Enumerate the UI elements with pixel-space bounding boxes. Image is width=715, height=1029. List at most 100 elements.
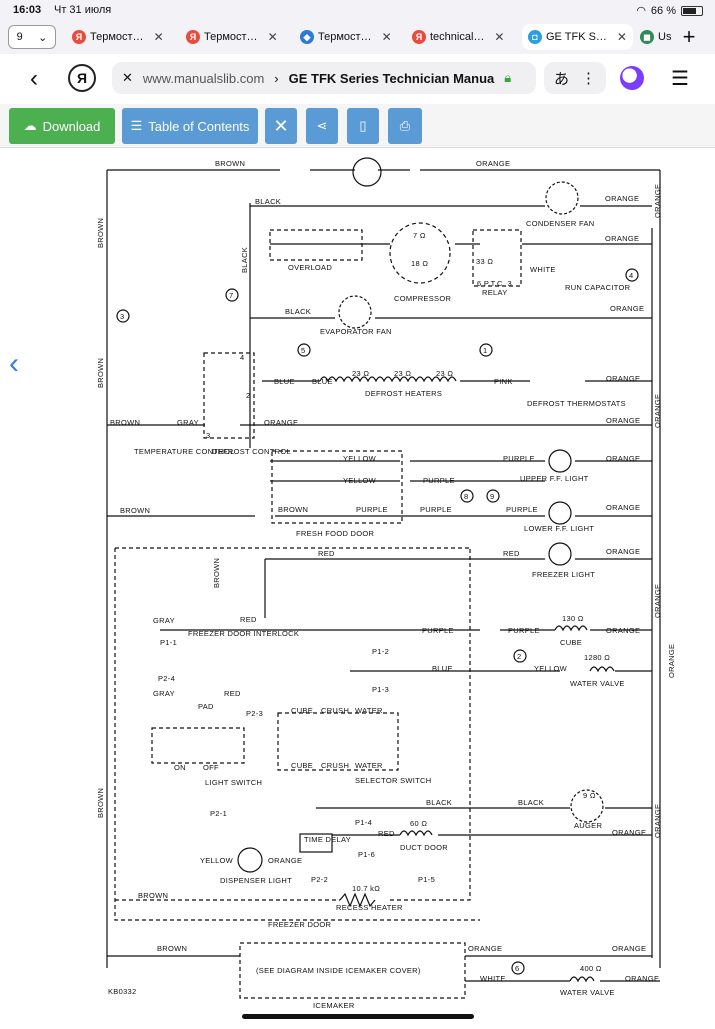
label-defrost-control: DEFROST CONTROL xyxy=(212,447,291,456)
download-button[interactable]: ☁ Download xyxy=(9,108,115,144)
label-brown: BROWN xyxy=(157,944,187,953)
label-off: OFF xyxy=(203,763,219,772)
label-orange: ORANGE xyxy=(606,547,640,556)
label-purple: PURPLE xyxy=(420,505,452,514)
new-tab-plus-icon[interactable]: + xyxy=(682,24,696,49)
terminal-number: 2 xyxy=(517,652,521,661)
status-right: ◠ 66 % xyxy=(636,4,703,17)
label-brown-vertical: BROWN xyxy=(96,788,105,818)
dispenser-light-icon xyxy=(237,847,263,873)
label-p1-2: P1-2 xyxy=(372,647,389,656)
label-purple: PURPLE xyxy=(506,505,538,514)
terminal-8 xyxy=(460,489,474,503)
freezer-light-icon xyxy=(548,542,572,566)
back-chevron-icon[interactable]: ‹ xyxy=(30,65,38,92)
close-icon[interactable]: ✕ xyxy=(267,30,278,44)
address-bar[interactable]: ✕ www.manualslib.com › GE TFK Series Tec… xyxy=(112,62,536,94)
label-red: RED xyxy=(224,689,241,698)
tab-1[interactable]: Я Термост… ✕ xyxy=(72,24,164,50)
manualslib-icon: ◘ xyxy=(528,30,542,44)
close-icon[interactable]: ✕ xyxy=(616,30,627,44)
tab-6[interactable]: ◼Us xyxy=(640,24,671,50)
table-of-contents-button[interactable]: ☰Table of Contents xyxy=(122,108,258,144)
close-icon[interactable]: ✕ xyxy=(122,70,133,85)
fresh-food-door-box xyxy=(271,450,403,524)
label-purple: PURPLE xyxy=(423,476,455,485)
hamburger-menu-icon[interactable]: ☰ xyxy=(671,67,689,90)
tab-count-button[interactable]: 9⌄ xyxy=(8,25,56,49)
terminal-3 xyxy=(116,309,130,323)
yandex-logo-icon[interactable]: Я xyxy=(68,64,96,92)
cloud-download-icon: ☁ xyxy=(23,118,37,133)
label-10-7k-ohm: 10.7 kΩ xyxy=(352,884,380,893)
alice-assistant-icon[interactable] xyxy=(620,66,644,90)
home-indicator xyxy=(242,1014,474,1019)
label-red: RED xyxy=(318,549,335,558)
browser-toolbar: ‹ Я ✕ www.manualslib.com › GE TFK Series… xyxy=(0,54,715,104)
label-p1-1: P1-1 xyxy=(160,638,177,647)
label-orange: ORANGE xyxy=(625,974,659,983)
label-recess-heater: RECESS HEATER xyxy=(336,903,403,912)
close-icon: ✕ xyxy=(273,115,289,136)
terminal-number: 4 xyxy=(240,353,244,362)
relay-box xyxy=(472,229,522,287)
tab-label: Термост… xyxy=(204,31,258,43)
label-dispenser-light: DISPENSER LIGHT xyxy=(220,876,292,885)
label-purple: PURPLE xyxy=(508,626,540,635)
yandex-icon: Я xyxy=(186,30,200,44)
label-orange-vertical: ORANGE xyxy=(653,804,662,838)
label-black: BLACK xyxy=(255,197,281,206)
label-red: RED xyxy=(240,615,257,624)
label-evaporator-fan: EVAPORATOR FAN xyxy=(320,327,392,336)
label-orange: ORANGE xyxy=(605,194,639,203)
label-time-delay: TIME DELAY xyxy=(304,835,351,844)
label-orange: ORANGE xyxy=(612,944,646,953)
label-freezer-door-interlock: FREEZER DOOR INTERLOCK xyxy=(188,629,299,638)
close-icon[interactable]: ✕ xyxy=(494,30,505,44)
translate-icon[interactable]: あ xyxy=(553,70,569,88)
label-auger: AUGER xyxy=(574,821,602,830)
close-button[interactable]: ✕ xyxy=(265,108,297,144)
tab-label: technical… xyxy=(430,31,485,43)
label-p2-4: P2-4 xyxy=(158,674,175,683)
document-viewer[interactable]: ‹ xyxy=(0,148,715,1024)
more-icon[interactable]: ⋮ xyxy=(581,70,596,87)
label-upper-ff-light: UPPER F.F. LIGHT xyxy=(520,474,589,483)
duct-door-coil xyxy=(399,830,433,837)
label-130-ohm: 130 Ω xyxy=(562,614,584,623)
icemaker-box xyxy=(239,942,466,999)
label-p2-1: P2-1 xyxy=(210,809,227,818)
site-icon: ◼ xyxy=(640,30,654,44)
label-brown: BROWN xyxy=(110,418,140,427)
terminal-number: 2 xyxy=(246,391,250,400)
previous-page-icon[interactable]: ‹ xyxy=(9,347,19,380)
icemaker-valve-coil xyxy=(569,976,595,983)
terminal-number: 3 xyxy=(120,312,124,321)
terminal-7 xyxy=(225,288,239,302)
label-fresh-food-door: FRESH FOOD DOOR xyxy=(296,529,375,538)
tab-3[interactable]: ◆Термост…✕ xyxy=(300,24,392,50)
close-icon[interactable]: ✕ xyxy=(381,30,392,44)
terminal-9 xyxy=(486,489,500,503)
time-delay-box xyxy=(299,833,333,853)
close-icon[interactable]: ✕ xyxy=(153,30,164,44)
label-23-ohm: 23 Ω xyxy=(352,369,369,378)
label-brown-vertical: BROWN xyxy=(212,558,221,588)
label-brown: BROWN xyxy=(138,891,168,900)
diagram-text: BROWN ORANGE BLACK ORANGE CONDENSER FAN … xyxy=(96,159,676,1010)
label-water-valve: WATER VALVE xyxy=(570,679,625,688)
label-23-ohm: 23 Ω xyxy=(394,369,411,378)
tab-2[interactable]: Я Термост… ✕ xyxy=(186,24,278,50)
label-orange: ORANGE xyxy=(476,159,510,168)
yandex-icon: Я xyxy=(72,30,86,44)
label-water: WATER xyxy=(355,706,383,715)
print-button[interactable]: ⎙ xyxy=(388,108,422,144)
bookmark-icon: ▯ xyxy=(359,118,367,133)
tab-label: Термост… xyxy=(90,31,144,43)
share-button[interactable]: ⋖ xyxy=(306,108,338,144)
label-blue: BLUE xyxy=(432,664,453,673)
tab-5-active[interactable]: ◘GE TFK S…✕ xyxy=(522,24,633,50)
download-label: Download xyxy=(42,118,101,134)
bookmark-button[interactable]: ▯ xyxy=(347,108,379,144)
